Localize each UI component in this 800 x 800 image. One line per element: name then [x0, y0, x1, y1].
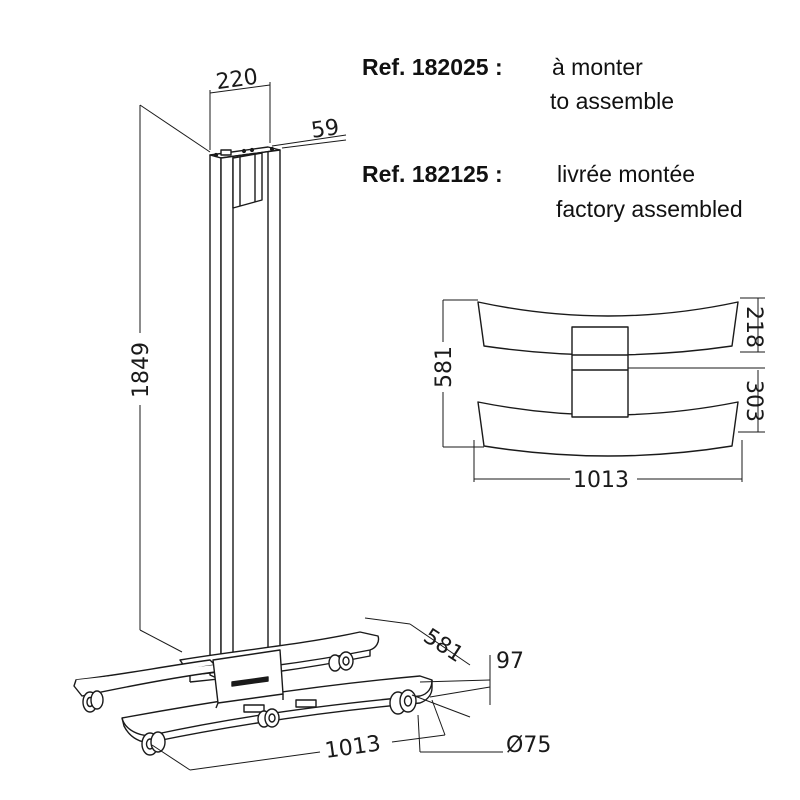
dim-height: 1849 — [129, 342, 154, 398]
dim-wheel-diameter: Ø75 — [506, 733, 551, 758]
top-dim-width: 1013 — [573, 468, 629, 493]
top-dim-depth: 581 — [432, 346, 457, 388]
ref-182125-fr: livrée montée — [557, 161, 695, 187]
top-view-front-foot — [477, 401, 739, 457]
dim-base-depth: 581 — [419, 624, 468, 668]
ref-182025-fr: à monter — [552, 54, 643, 80]
column — [209, 146, 281, 681]
reference-block: Ref. 182025 : à monter to assemble Ref. … — [362, 54, 743, 222]
ref-182125-label: Ref. 182125 : — [362, 161, 503, 187]
top-view-dimension-labels: 581 218 303 1013 — [432, 306, 766, 493]
wheel-rear-left — [82, 690, 104, 713]
top-dim-foot-gap: 303 — [741, 380, 766, 422]
ref-182125-en: factory assembled — [556, 196, 743, 222]
dim-base-clearance: 97 — [496, 649, 524, 674]
wheels — [82, 651, 417, 756]
dim-column-depth: 59 — [310, 115, 341, 144]
dim-base-width: 1013 — [323, 731, 382, 764]
stand-perspective — [73, 146, 433, 756]
base-plate — [212, 649, 317, 713]
dim-column-width: 220 — [214, 65, 259, 96]
wheel-front-right — [389, 689, 417, 715]
ref-182025-en: to assemble — [550, 88, 674, 114]
wheel-center — [257, 708, 280, 728]
top-view — [477, 301, 739, 457]
perspective-dimensions — [139, 82, 503, 771]
wheel-rear-right — [328, 651, 354, 672]
top-dim-foot-width: 218 — [741, 306, 766, 348]
top-view-column — [571, 326, 629, 418]
ref-182025-label: Ref. 182025 : — [362, 54, 503, 80]
top-view-dimensions — [442, 297, 765, 482]
